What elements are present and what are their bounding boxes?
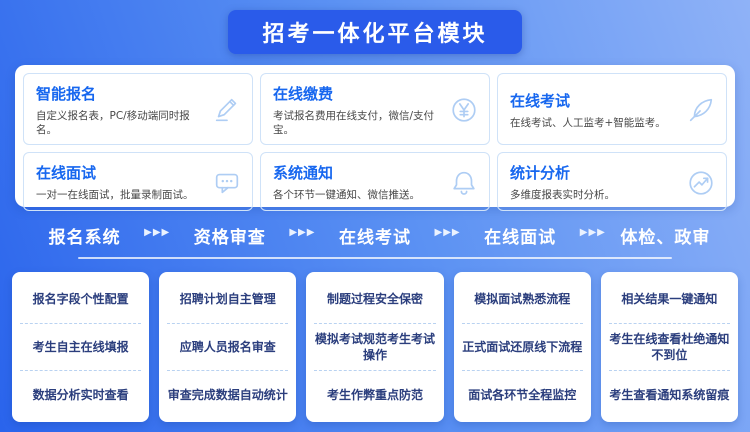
stage-label-interview: 在线面试 <box>484 228 557 248</box>
stage-detail-columns: 报名字段个性配置 考生自主在线填报 数据分析实时查看 招聘计划自主管理 应聘人员… <box>12 248 739 422</box>
stage-card-item: 报名字段个性配置 <box>20 276 142 324</box>
stage-card: 模拟面试熟悉流程 正式面试还原线下流程 面试各环节全程监控 <box>453 272 591 422</box>
feature-title: 在线考试 <box>510 91 571 110</box>
chat-bubble-icon <box>212 168 242 198</box>
triple-arrow-icon: ▶▶▶ <box>144 227 171 238</box>
feature-card-exam: 在线考试 在线考试、人工监考+智能监考。 <box>497 73 727 146</box>
timeline-connector <box>521 285 524 297</box>
feature-card-notification: 系统通知 各个环节一键通知、微信推送。 <box>260 152 490 211</box>
timeline-connector <box>226 285 229 297</box>
stage-column-exam: 制题过程安全保密 模拟考试规范考生考试操作 考生作弊重点防范 <box>306 272 444 422</box>
stage-label-qualification: 资格审查 <box>193 228 266 248</box>
feature-desc: 一对一在线面试，批量录制面试。 <box>36 189 194 202</box>
stage-column-qualification: 招聘计划自主管理 应聘人员报名审查 审查完成数据自动统计 <box>159 272 297 422</box>
feature-desc: 自定义报名表，PC/移动端同时报名。 <box>36 110 190 136</box>
triple-arrow-icon: ▶▶▶ <box>434 227 461 238</box>
timeline-dot <box>223 278 232 286</box>
stage-card-item: 审查完成数据自动统计 <box>167 387 288 402</box>
yen-coin-icon <box>449 95 479 125</box>
timeline-connector <box>79 285 82 297</box>
timeline-connector <box>374 285 376 297</box>
stage-card-item: 模拟面试熟悉流程 <box>461 276 583 324</box>
feature-desc: 在线考试、人工监考+智能监考。 <box>510 116 666 129</box>
bell-icon <box>449 168 479 198</box>
stage-card-item: 考生自主在线填报 <box>20 324 142 372</box>
stage-card: 招聘计划自主管理 应聘人员报名审查 审查完成数据自动统计 <box>159 272 297 422</box>
process-flow: 报名系统 资格审查 在线考试 在线面试 体检、政审 ▶▶▶ ▶▶▶ ▶▶▶ ▶▶… <box>12 223 738 248</box>
stage-card-item: 招聘计划自主管理 <box>167 276 289 324</box>
stage-label-exam: 在线考试 <box>338 228 411 248</box>
feature-card-payment: 在线缴费 考试报名费用在线支付，微信/支付宝。 <box>260 73 490 146</box>
feature-card-registration: 智能报名 自定义报名表，PC/移动端同时报名。 <box>23 73 253 146</box>
pencil-icon <box>212 95 242 125</box>
features-panel: 智能报名 自定义报名表，PC/移动端同时报名。 在线缴费 考试报名费用在线支付，… <box>15 65 735 211</box>
timeline-dot <box>665 278 674 286</box>
stage-card-item: 模拟考试规范考生考试操作 <box>314 324 436 372</box>
feature-desc: 各个环节一键通知、微信推送。 <box>273 189 420 202</box>
feature-title: 系统通知 <box>273 164 334 183</box>
trend-chart-icon <box>686 168 716 198</box>
page-title: 招考一体化平台模块 <box>262 22 488 47</box>
stage-card: 制题过程安全保密 模拟考试规范考生考试操作 考生作弊重点防范 <box>306 272 444 422</box>
stage-card-item: 制题过程安全保密 <box>314 276 436 324</box>
timeline-connector <box>668 285 671 297</box>
stage-column-checkup: 相关结果一键通知 考生在线查看杜绝通知不到位 考生查看通知系统留痕 <box>600 272 739 422</box>
quill-pen-icon <box>686 95 716 125</box>
feature-title: 统计分析 <box>510 164 571 183</box>
stage-card-item: 考生作弊重点防范 <box>327 387 424 402</box>
triple-arrow-icon: ▶▶▶ <box>289 227 316 238</box>
stage-card-item: 考生在线查看杜绝通知不到位 <box>608 324 731 372</box>
timeline-dot <box>518 278 527 286</box>
feature-card-analytics: 统计分析 多维度报表实时分析。 <box>497 152 727 211</box>
stage-column-interview: 模拟面试熟悉流程 正式面试还原线下流程 面试各环节全程监控 <box>453 272 591 422</box>
feature-title: 智能报名 <box>36 85 97 103</box>
stage-card-item: 应聘人员报名审查 <box>167 324 289 372</box>
stage-card-item: 面试各环节全程监控 <box>468 387 577 402</box>
stage-label-checkup: 体检、政审 <box>620 228 711 248</box>
stage-card-item: 正式面试还原线下流程 <box>461 324 583 372</box>
stage-card: 报名字段个性配置 考生自主在线填报 数据分析实时查看 <box>12 272 150 422</box>
timeline-dot <box>371 278 379 286</box>
feature-desc: 多维度报表实时分析。 <box>510 189 615 202</box>
feature-title: 在线面试 <box>36 164 97 183</box>
stage-card-item: 相关结果一键通知 <box>608 276 731 324</box>
stage-label-registration: 报名系统 <box>48 228 121 248</box>
stage-card: 相关结果一键通知 考生在线查看杜绝通知不到位 考生查看通知系统留痕 <box>600 272 739 422</box>
stage-card-item: 数据分析实时查看 <box>32 387 129 402</box>
feature-desc: 考试报名费用在线支付，微信/支付宝。 <box>273 110 435 136</box>
feature-title: 在线缴费 <box>273 85 334 103</box>
page-title-banner: 招考一体化平台模块 <box>228 10 522 54</box>
stage-column-registration: 报名字段个性配置 考生自主在线填报 数据分析实时查看 <box>12 272 150 422</box>
timeline-line <box>78 257 672 259</box>
triple-arrow-icon: ▶▶▶ <box>579 227 606 238</box>
stage-card-item: 考生查看通知系统留痕 <box>609 387 730 402</box>
timeline-dot <box>76 278 85 286</box>
feature-card-interview: 在线面试 一对一在线面试，批量录制面试。 <box>23 152 253 211</box>
